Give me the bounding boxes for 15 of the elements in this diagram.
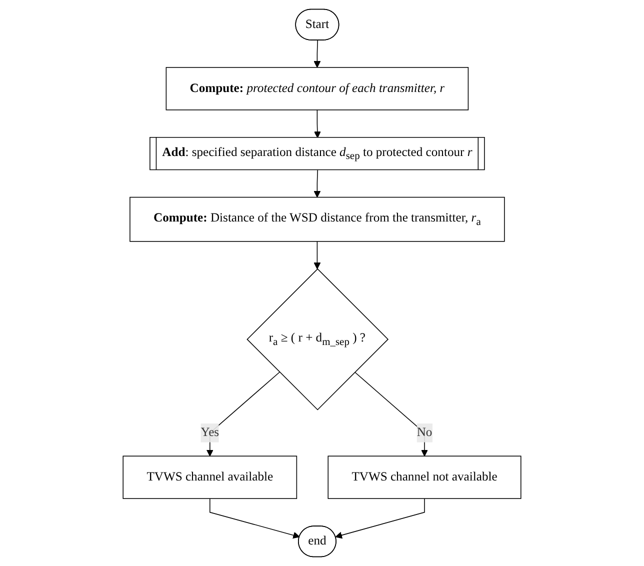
arrow bbox=[314, 241, 321, 270]
node-diamond: r$_{a}$ ≥ ( r + d$_{m_sep}$ ) ? bbox=[246, 268, 389, 410]
arrow bbox=[354, 372, 428, 456]
arrow bbox=[210, 498, 300, 539]
arrow bbox=[314, 40, 321, 68]
arrow bbox=[335, 498, 425, 539]
arrow bbox=[206, 372, 280, 456]
node-box: TVWS channel not available bbox=[328, 456, 522, 499]
node-box: TVWS channel available bbox=[122, 456, 298, 499]
arrow bbox=[314, 110, 321, 138]
node-box: Compute: Distance of the WSD distance from the transmitter, r$_{a}$ bbox=[130, 196, 505, 242]
node-box: Compute: protected contour of each transmitter, r bbox=[166, 67, 469, 110]
arrow bbox=[314, 170, 321, 198]
edge-label: Yes bbox=[200, 426, 220, 440]
edge-label: No bbox=[416, 426, 432, 440]
